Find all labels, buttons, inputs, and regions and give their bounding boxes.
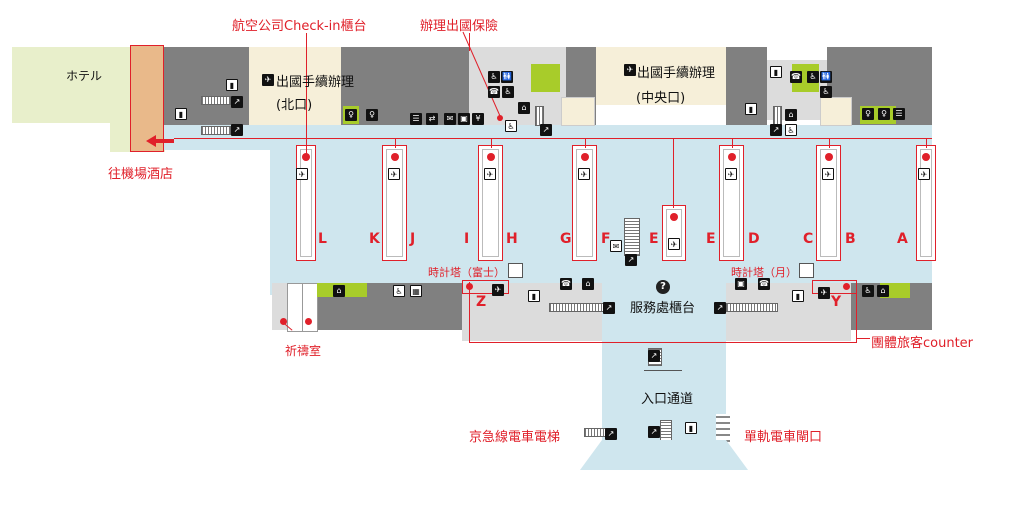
central-exit-label: (中央口) (636, 91, 686, 106)
counter-IH[interactable] (478, 145, 503, 261)
counter-KJ[interactable] (382, 145, 407, 261)
corridor-edges (580, 440, 748, 470)
counter-letter: E (706, 231, 716, 247)
entrance-label: 入口通道 (641, 392, 694, 407)
monorail-label: 單軌電車閘口 (744, 430, 823, 445)
counter-letter: K (369, 231, 380, 247)
service-counter-label: 服務處櫃台 (630, 301, 696, 316)
monorail-gate-icon (716, 414, 730, 448)
counter-ED[interactable] (719, 145, 744, 261)
counter-letter: A (897, 231, 908, 247)
info-icon: ? (656, 280, 670, 294)
counter-letter: Z (476, 294, 487, 310)
counter-letter: F (601, 231, 611, 247)
counter-letter: Y (831, 294, 842, 310)
counter-letter: E (649, 231, 659, 247)
clock-tower-fuji (508, 263, 523, 278)
hotel-connector (130, 45, 164, 152)
counter-letter: L (318, 231, 327, 247)
counter-L[interactable] (296, 145, 316, 261)
departure-central-label: 出國手續辦理 (637, 66, 716, 81)
counter-letter: B (845, 231, 856, 247)
counter-letter: I (464, 231, 470, 247)
clock-tower-moon (799, 263, 814, 278)
departure-central-area (596, 47, 726, 105)
counter-GF[interactable] (572, 145, 597, 261)
airline-checkin-label: 航空公司Check-in櫃台 (232, 19, 367, 34)
north-exit-label: (北口) (276, 98, 313, 113)
counter-letter: G (560, 231, 572, 247)
counter-CB[interactable] (816, 145, 841, 261)
insurance-leader (462, 31, 503, 121)
insurance-label: 辦理出國保險 (420, 19, 499, 34)
to-hotel-label: 往機場酒店 (108, 167, 174, 182)
counter-letter: H (506, 231, 518, 247)
counter-letter: D (748, 231, 760, 247)
hotel-label: ホテル (66, 69, 103, 83)
prayer-room-left (287, 283, 303, 332)
clock-fuji-label: 時計塔（富士） (428, 266, 505, 279)
counter-letter: C (803, 231, 814, 247)
keikyu-label: 京急線電車電梯 (469, 430, 561, 445)
central-block (726, 47, 767, 129)
clock-moon-label: 時計塔（月） (731, 266, 797, 279)
group-counter-label: 團體旅客counter (871, 336, 974, 351)
departure-north-label: 出國手續辦理 (276, 75, 355, 90)
prayer-room-label: 祈禱室 (285, 344, 322, 358)
counter-A[interactable] (916, 145, 936, 261)
arrow-to-hotel-icon (146, 135, 174, 147)
counter-letter: J (410, 231, 416, 247)
service-area-right (726, 283, 851, 341)
departure-north-area (249, 47, 341, 125)
